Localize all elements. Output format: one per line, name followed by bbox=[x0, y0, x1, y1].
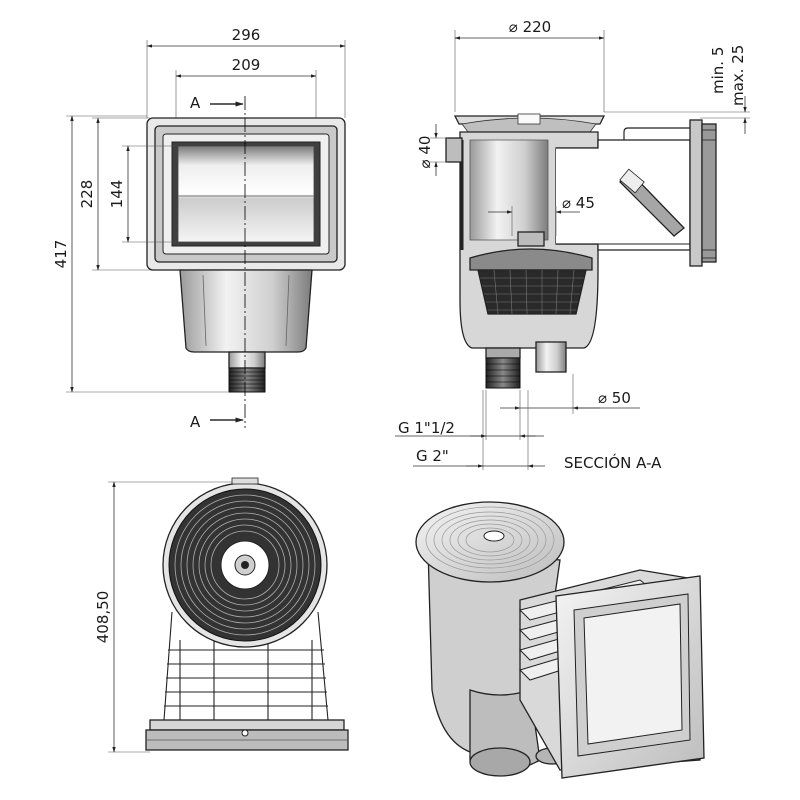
section-marker-bottom: A bbox=[190, 413, 201, 431]
min-label: min. 5 bbox=[709, 47, 727, 94]
dim-dia-50-label: ⌀ 50 bbox=[598, 389, 631, 407]
dim-dia-40-label: ⌀ 40 bbox=[416, 136, 434, 169]
front-view: 296 209 A A 417 bbox=[52, 26, 346, 431]
max-label: max. 25 bbox=[729, 45, 747, 106]
dim-417-label: 417 bbox=[52, 240, 70, 269]
dim-dia-220-label: ⌀ 220 bbox=[509, 18, 551, 36]
thread-small-label: G 1"1/2 bbox=[398, 419, 455, 437]
section-marker-top: A bbox=[190, 94, 201, 112]
section-view: ⌀ 220 min. 5 max. 25 ⌀ 40 bbox=[395, 18, 750, 472]
dim-dia-45-label: ⌀ 45 bbox=[562, 194, 595, 212]
dim-228-label: 228 bbox=[78, 180, 96, 209]
top-view: 408,50 bbox=[94, 477, 349, 753]
dim-144-label: 144 bbox=[108, 180, 126, 209]
section-title: SECCIÓN A-A bbox=[564, 453, 662, 472]
iso-view bbox=[415, 501, 705, 779]
dim-209-label: 209 bbox=[232, 56, 261, 74]
dim-408-label: 408,50 bbox=[94, 591, 112, 644]
thread-large-label: G 2" bbox=[416, 447, 449, 465]
dim-296-label: 296 bbox=[232, 26, 261, 44]
